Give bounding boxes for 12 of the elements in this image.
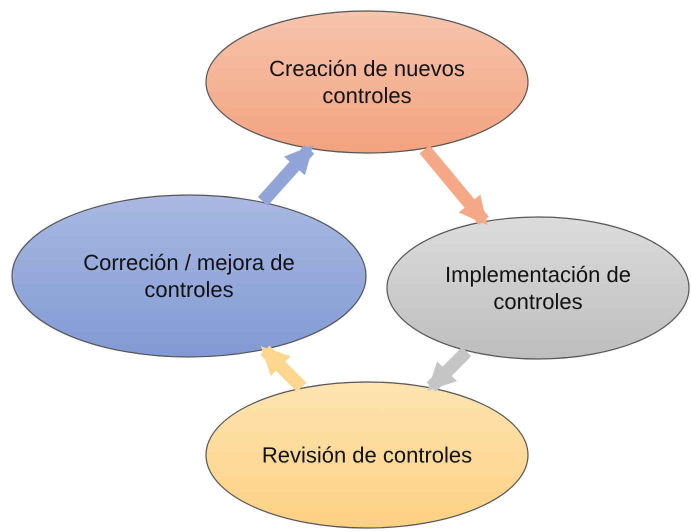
arrow [426, 346, 472, 392]
process-ellipse [205, 10, 529, 154]
process-ellipse [386, 216, 690, 360]
process-ellipse [205, 381, 529, 529]
node-label: Creación de nuevos controles [268, 55, 466, 109]
arrow [258, 144, 314, 206]
arrow [260, 346, 306, 392]
node-label: Correción / mejora de controles [82, 249, 296, 303]
node-label: Revisión de controles [262, 442, 472, 468]
process-ellipse [11, 194, 367, 358]
node-label: Implementación de controles [444, 261, 632, 315]
arrow [420, 145, 489, 226]
